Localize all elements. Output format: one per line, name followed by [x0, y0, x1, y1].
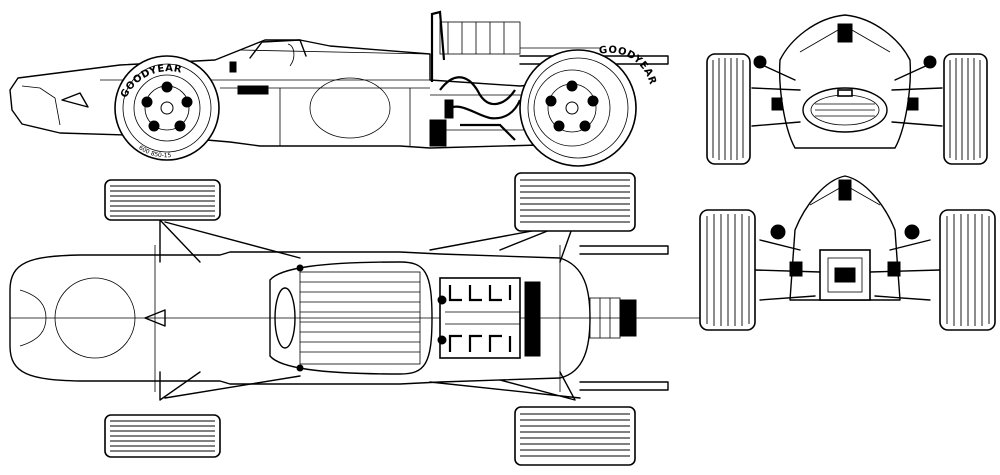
rear-gearbox [819, 249, 871, 301]
side-front-wheel: GOODYEAR 600 850-15 [114, 55, 220, 161]
side-engine [429, 21, 530, 147]
top-engine [437, 277, 541, 359]
roll-hoop [430, 10, 446, 82]
side-body-outline [9, 39, 541, 149]
rear-view [754, 175, 941, 301]
rear-body-outline [789, 175, 901, 301]
front-air-intake [802, 87, 888, 133]
front-view-left-wheel [706, 53, 751, 165]
rear-driveshafts [754, 239, 941, 301]
front-wishbones [751, 87, 943, 127]
side-fuel-filler-circle [309, 77, 391, 139]
windscreen [249, 39, 307, 59]
front-suspension [159, 219, 301, 401]
top-fuel-filler-circle [54, 277, 136, 359]
steering-wheel [274, 287, 296, 349]
top-rear-left-wheel [514, 172, 636, 232]
side-view [9, 10, 669, 149]
top-view [9, 219, 700, 401]
top-front-left-wheel [104, 179, 221, 221]
front-view [751, 14, 943, 149]
rear-view-right-wheel [939, 209, 996, 331]
front-body-outline [778, 14, 912, 149]
rear-view-left-wheel [699, 209, 756, 331]
cockpit-opening [269, 261, 433, 375]
rear-suspension [429, 219, 581, 401]
top-front-right-wheel [104, 414, 221, 458]
rear-exhausts [579, 245, 669, 391]
top-rear-right-wheel [514, 406, 636, 466]
nose-arrow-mark [61, 92, 89, 108]
front-view-right-wheel [943, 53, 988, 165]
top-gearbox [589, 297, 637, 339]
side-rear-wheel: GOODYEAR [519, 45, 658, 167]
